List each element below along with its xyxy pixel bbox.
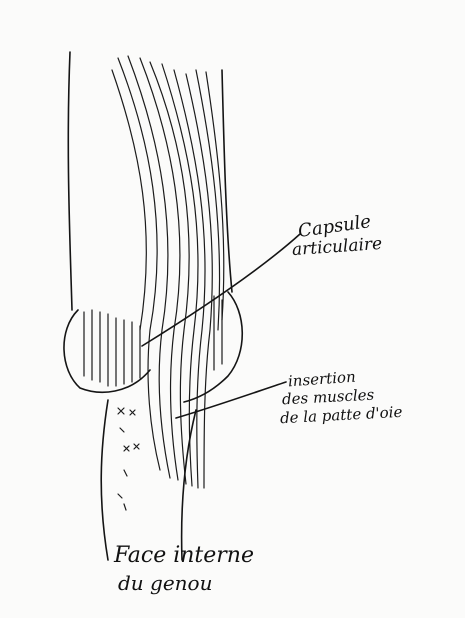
title-line2: du genou (118, 573, 212, 593)
capsule-leader-line (142, 234, 300, 346)
insertion-marks (118, 408, 139, 510)
tibia-left-edge (101, 400, 108, 560)
tibia-right-edge (182, 410, 196, 560)
title-line1: Face interne (114, 545, 254, 567)
tendon-bundle (112, 56, 224, 488)
femur-left-edge (68, 52, 72, 310)
capsule-left-bulge (64, 310, 150, 392)
